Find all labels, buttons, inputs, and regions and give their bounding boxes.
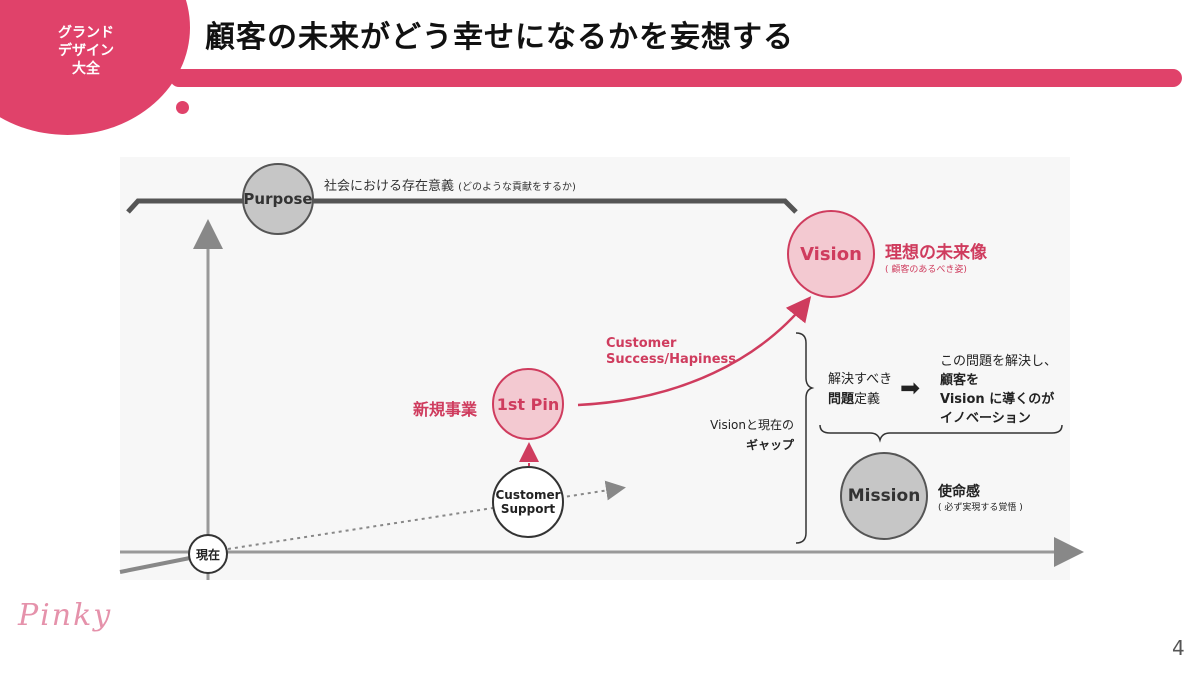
new-business-label: 新規事業 xyxy=(413,400,478,419)
purpose-bracket xyxy=(126,198,798,214)
vision-node: Vision xyxy=(787,210,875,298)
problem-definition-label: 解決すべき 問題定義 xyxy=(828,370,892,410)
now-node: 現在 xyxy=(188,534,228,574)
solution-brace xyxy=(819,424,1063,443)
badge-line-3: 大全 xyxy=(72,61,100,77)
pin-to-vision-curve xyxy=(577,296,812,407)
badge-line-1: グランド xyxy=(58,25,114,41)
page-number: 4 xyxy=(1172,636,1185,660)
purpose-description: 社会における存在意義 (どのような貢献をするか) xyxy=(324,175,576,194)
purpose-node: Purpose xyxy=(242,163,314,235)
title-dot xyxy=(176,101,189,114)
gap-brace xyxy=(795,332,815,544)
solution-line-3: Vision に導くのが xyxy=(940,392,1055,407)
customer-success-line-2: Success/Hapiness xyxy=(606,352,737,367)
problem-line-2: 問題定義 xyxy=(828,390,892,410)
first-pin-node: 1st Pin xyxy=(492,368,564,440)
mission-node: Mission xyxy=(840,452,928,540)
gap-line-2: ギャップ xyxy=(745,438,794,452)
pinky-logo: Pinky xyxy=(18,598,113,633)
solution-line-4: イノベーション xyxy=(940,411,1031,426)
problem-line-2-bold: 問題 xyxy=(828,392,855,407)
vision-subtitle: ( 顧客のあるべき姿) xyxy=(885,265,967,275)
solution-label: この問題を解決し、 顧客を Vision に導くのが イノベーション xyxy=(940,352,1057,428)
badge-line-2: デザイン xyxy=(58,43,114,59)
solution-line-1: この問題を解決し、 xyxy=(940,354,1058,369)
customer-success-line-1: Customer xyxy=(606,336,677,351)
vision-title: 理想の未来像 xyxy=(885,243,987,263)
purpose-desc-sub: (どのような貢献をするか) xyxy=(458,182,576,193)
solution-line-2: 顧客を xyxy=(940,373,980,388)
slide-title: 顧客の未来がどう幸せになるかを妄想する xyxy=(205,20,794,55)
mission-subtitle: ( 必ず実現する覚悟 ) xyxy=(938,503,1023,513)
customer-success-label: Customer Success/Hapiness xyxy=(606,336,736,368)
support-line-1: Customer xyxy=(495,488,561,502)
gap-label: Visionと現在の ギャップ xyxy=(700,415,794,455)
problem-line-1: 解決すべき xyxy=(828,372,893,387)
purpose-desc-main: 社会における存在意義 xyxy=(324,179,455,194)
right-arrow-icon: ➡ xyxy=(900,374,921,402)
gap-line-1: Visionと現在の xyxy=(710,418,794,432)
support-line-2: Support xyxy=(500,502,556,516)
corner-badge-label: グランド デザイン 大全 xyxy=(38,24,134,78)
title-underline-bar xyxy=(170,69,1182,87)
mission-title: 使命感 xyxy=(938,484,980,500)
problem-line-2-rest: 定義 xyxy=(854,392,881,407)
customer-support-node: Customer Support xyxy=(492,466,564,538)
past-trend-line xyxy=(119,556,191,574)
